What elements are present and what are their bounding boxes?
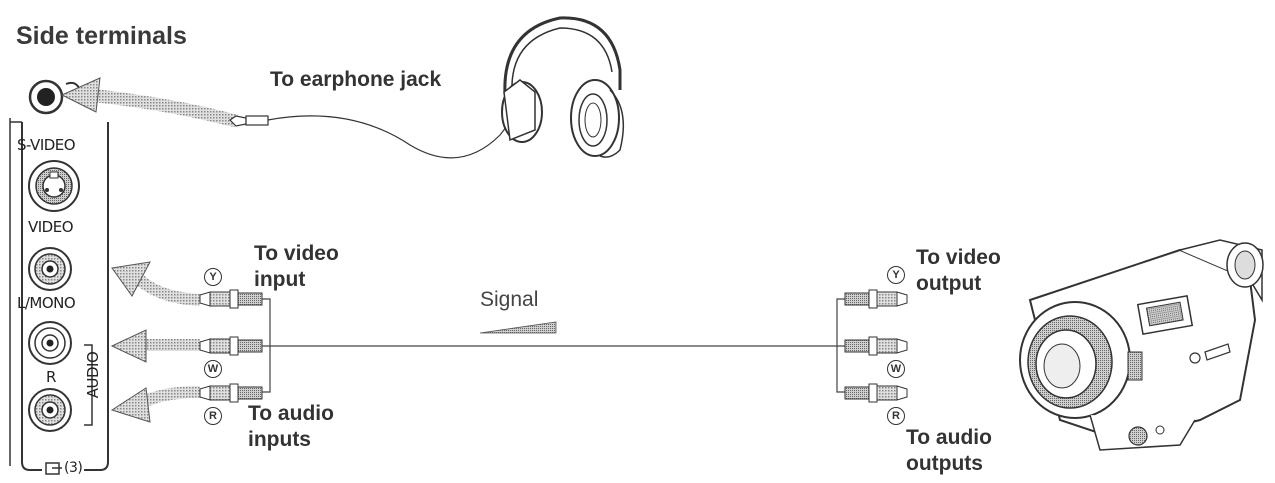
audio-outputs-label-1: To audio xyxy=(906,426,992,449)
input-icon xyxy=(45,462,62,475)
earphone-label: To earphone jack xyxy=(270,68,442,91)
r-jack xyxy=(28,388,72,432)
right-rca-plugs xyxy=(844,289,908,403)
earphone-jack xyxy=(28,79,81,115)
audio-bracket xyxy=(84,344,93,426)
audio-outputs-label-2: outputs xyxy=(906,452,983,475)
video-jack xyxy=(28,247,72,291)
av-cable xyxy=(262,298,845,393)
tag-y-left: Y xyxy=(204,268,222,286)
video-input-label-1: To video xyxy=(254,242,339,265)
tag-w-left: W xyxy=(204,360,222,378)
page-title: Side terminals xyxy=(16,22,187,50)
audio-inputs-label-1: To audio xyxy=(248,402,334,425)
footer-label: (3) xyxy=(64,460,83,476)
left-rca-plugs xyxy=(199,289,263,403)
audio-inputs-label-2: inputs xyxy=(248,428,311,451)
headphones-icon xyxy=(501,16,625,158)
l-mono-jack xyxy=(28,321,72,365)
audio-label: AUDIO xyxy=(84,351,102,399)
svideo-jack xyxy=(28,160,80,212)
tag-w-right: W xyxy=(887,360,905,378)
earphone-plug xyxy=(229,94,521,159)
tag-r-right: R xyxy=(887,407,905,425)
lmono-label: L/MONO xyxy=(17,294,76,312)
video-output-label-1: To video xyxy=(916,246,1001,269)
video-output-label-2: output xyxy=(916,272,982,295)
r-label: R xyxy=(46,368,56,386)
tag-y-right: Y xyxy=(887,266,905,284)
video-label: VIDEO xyxy=(28,218,74,236)
arrows-to-panel xyxy=(60,77,238,423)
camcorder-icon xyxy=(1019,239,1264,451)
signal-arrow xyxy=(479,321,557,334)
tag-r-left: R xyxy=(204,407,222,425)
svideo-label: S-VIDEO xyxy=(17,136,76,154)
video-input-label-2: input xyxy=(254,268,306,291)
side-panel xyxy=(9,118,109,471)
signal-label: Signal xyxy=(480,288,539,311)
